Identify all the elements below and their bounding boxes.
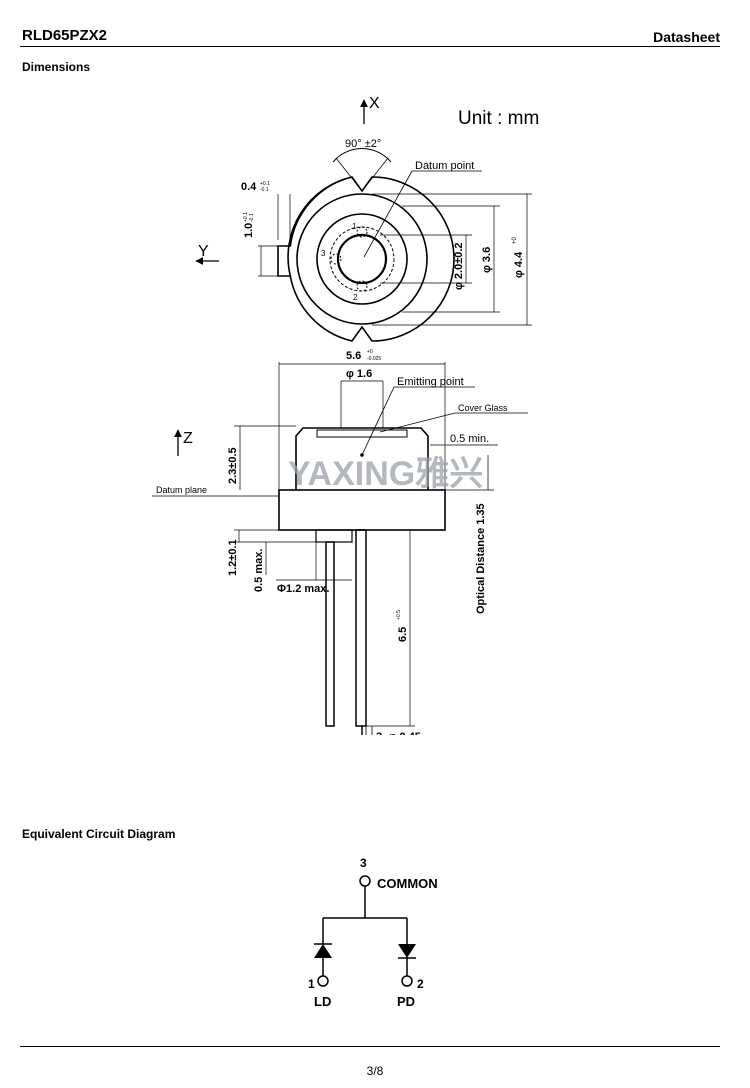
angle-label: 90° ±2° [345, 138, 381, 150]
dia-1-6-label: φ 1.6 [346, 368, 372, 380]
top-pin-1: 1 [352, 222, 357, 231]
notch-depth-tol-2: -0.1 [249, 213, 255, 222]
circuit-pin-2-number: 2 [417, 977, 424, 991]
lead-6-5-tol: +0.5 [396, 610, 402, 620]
circuit-pin-1-label: LD [314, 994, 331, 1009]
section-title-circuit: Equivalent Circuit Diagram [22, 827, 176, 841]
base-flange [278, 489, 446, 531]
section-title-dimensions: Dimensions [22, 60, 91, 74]
cap-outer-circle [296, 193, 428, 325]
notch-width-label: 0.4 [241, 181, 257, 193]
inner-circle [336, 233, 388, 285]
pd-diode [398, 944, 416, 958]
top-pin-2: 2 [353, 293, 358, 302]
lead-left [325, 541, 335, 727]
document-type: Datasheet [653, 29, 720, 45]
emitting-point-label: Emitting point [397, 376, 464, 388]
width-5-6-label: 5.6 [346, 350, 361, 362]
max-dia-1-2-label: Φ1.2 max. [277, 583, 329, 595]
width-5-6-tol: +0 [367, 349, 373, 355]
lead-dia-label: 3−φ 0.45 [376, 731, 421, 743]
min-0-5-label: 0.5 min. [450, 433, 489, 445]
axis-y-label: Y [198, 243, 209, 260]
circuit-pin-2-label: PD [397, 994, 415, 1009]
lead-stub [315, 529, 353, 543]
ld-diode [314, 944, 332, 958]
window-circle [316, 213, 408, 305]
optical-distance-label: Optical Distance 1.35 [475, 503, 487, 614]
datum-point-label: Datum point [415, 160, 474, 172]
notch-depth-tol: +0.1 [243, 212, 249, 222]
dia-2-0-label: φ 2.0±0.2 [453, 242, 465, 290]
cap-body [295, 427, 429, 490]
footer-rule [20, 1046, 720, 1047]
lead-right [355, 529, 367, 727]
height-2-3-label: 2.3±0.5 [227, 447, 239, 484]
height-1-2-label: 1.2±0.1 [227, 539, 239, 576]
notch-depth-label: 1.0 [243, 223, 255, 238]
dia-3-6-label: φ 3.6 [481, 247, 493, 273]
datum-plane-label: Datum plane [156, 485, 207, 495]
axis-z-label: Z [183, 430, 193, 447]
model-number: RLD65PZX2 [22, 27, 108, 44]
lead-6-5-label: 6.5 [397, 627, 409, 642]
notch-width-tol: +0.1 [260, 181, 270, 187]
dia-4-4-tol: +0 [512, 236, 518, 244]
top-pin-3: 3 [321, 249, 326, 258]
flange-outline [277, 176, 455, 342]
pin-circle-dashed [329, 226, 395, 292]
circuit-pin-3-label: COMMON [377, 876, 438, 891]
notch-width-tol-2: -0.1 [260, 187, 269, 193]
dia-4-4-label: φ 4.4 [513, 251, 525, 278]
axis-x-label: X [369, 95, 380, 112]
circuit-pin-3-number: 3 [360, 856, 367, 870]
cover-glass-label: Cover Glass [458, 403, 508, 413]
page-number: 3/8 [366, 1064, 384, 1078]
circuit-pin-1-number: 1 [308, 977, 315, 991]
width-5-6-tol-2: -0.025 [367, 356, 381, 362]
max-0-5-label: 0.5 max. [253, 549, 265, 592]
unit-label: Unit : mm [458, 108, 539, 129]
top-view [277, 176, 455, 342]
header-rule [20, 46, 720, 47]
watermark: YAXING雅兴 [288, 455, 483, 493]
circuit-diagram: 3 COMMON 1 LD 2 PD [308, 856, 438, 1009]
